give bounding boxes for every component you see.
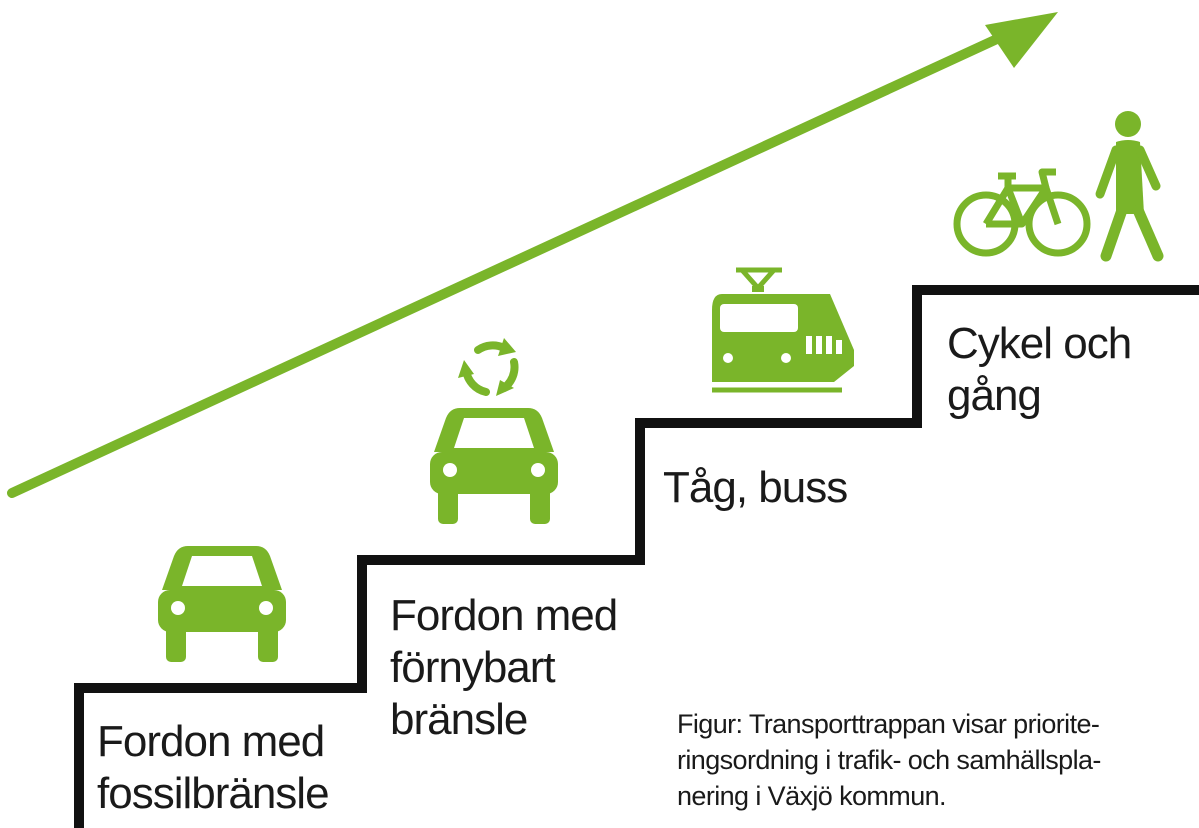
step-label-line: förnybart xyxy=(390,643,556,692)
step-label-line: Tåg, buss xyxy=(663,463,848,512)
step-label-train-bus: Tåg, buss xyxy=(663,462,848,514)
step-label-bike-walk: Cykel och gång xyxy=(947,318,1132,422)
staircase-line xyxy=(74,285,1199,828)
step-label-fossil: Fordon med fossilbränsle xyxy=(97,716,330,820)
step-label-line: Fordon med xyxy=(97,717,325,766)
caption-line: nering i Växjö kommun. xyxy=(677,781,947,811)
step-label-line: Cykel och xyxy=(947,319,1132,368)
caption-line: Figur: Transporttrappan visar priorite- xyxy=(677,709,1100,739)
step-label-line: fossilbränsle xyxy=(97,769,330,818)
caption-line: ringsordning i trafik- och samhällspla- xyxy=(677,745,1101,775)
recycle-icon xyxy=(458,338,519,396)
step-label-line: bränsle xyxy=(390,695,528,744)
car-renewable-icon xyxy=(430,408,558,524)
pedestrian-icon xyxy=(1095,111,1164,262)
bicycle-icon xyxy=(953,168,1091,257)
step-label-line: gång xyxy=(947,371,1042,420)
step-label-line: Fordon med xyxy=(390,591,618,640)
train-icon xyxy=(712,267,854,393)
priority-arrow-icon xyxy=(7,12,1058,498)
figure-caption: Figur: Transporttrappan visar priorite- … xyxy=(677,706,1197,814)
step-label-renewable: Fordon med förnybart bränsle xyxy=(390,590,618,746)
car-icon xyxy=(158,546,286,662)
